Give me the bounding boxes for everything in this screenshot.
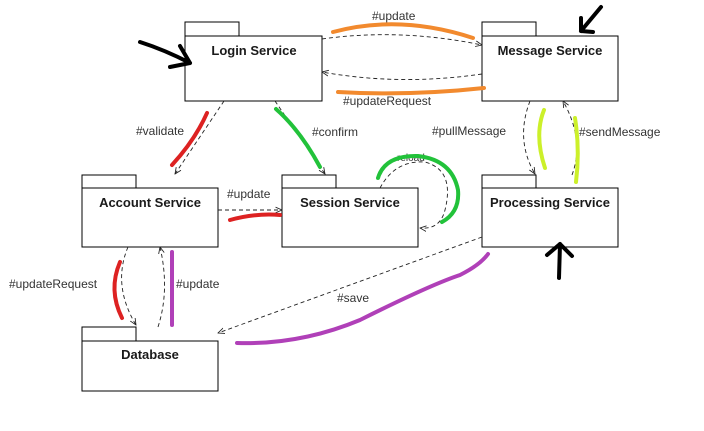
edge-label-message-to-login: #updateRequest (343, 94, 432, 108)
green-highlight-stroke (376, 153, 461, 224)
edge-label-account-to-session: #update (227, 187, 271, 201)
package-processing-service-name: Processing Service (490, 195, 610, 210)
edge-processing-to-message[interactable] (563, 101, 578, 176)
edge-login-to-account[interactable] (175, 100, 225, 174)
edge-session-self-reload[interactable] (379, 161, 448, 228)
orange-highlight-stroke (331, 22, 475, 40)
red-highlight-stroke (112, 260, 124, 320)
edge-label-session-self: reload (397, 153, 425, 164)
edge-label-database-to-account: #update (176, 277, 220, 291)
edge-processing-to-database[interactable] (218, 236, 483, 333)
edge-label-login-to-account: #validate (136, 124, 184, 138)
package-account-service-name: Account Service (99, 195, 201, 210)
black-arrow-mark (579, 5, 603, 34)
red-highlight-stroke (228, 212, 282, 222)
package-session-service-name: Session Service (300, 195, 400, 210)
package-login-service-name: Login Service (211, 43, 296, 58)
edge-label-login-to-session: #confirm (312, 125, 358, 139)
lime-highlight-stroke (537, 108, 547, 170)
edge-message-to-login[interactable] (322, 72, 483, 80)
edge-label-login-to-message: #update (372, 9, 416, 23)
package-message-service-name: Message Service (498, 43, 603, 58)
edge-message-to-processing[interactable] (523, 100, 535, 174)
black-arrow-mark (545, 242, 574, 280)
package-processing-service[interactable]: Processing Service (481, 174, 619, 248)
package-login-service[interactable]: Login Service (184, 21, 323, 102)
red-highlight-stroke (170, 111, 209, 167)
orange-highlight-stroke (336, 86, 486, 96)
edge-label-account-to-database: #updateRequest (9, 277, 98, 291)
package-session-service[interactable]: Session Service (281, 174, 419, 248)
edge-account-to-database[interactable] (121, 246, 136, 325)
edge-label-processing-to-message: #sendMessage (579, 125, 661, 139)
package-account-service[interactable]: Account Service (81, 174, 219, 248)
edge-label-processing-to-database: #save (337, 291, 369, 305)
package-database[interactable]: Database (81, 326, 219, 392)
edge-label-message-to-processing: #pullMessage (432, 124, 506, 138)
edge-login-to-message[interactable] (321, 34, 482, 45)
package-database-name: Database (121, 347, 179, 362)
package-message-service[interactable]: Message Service (481, 21, 619, 102)
purple-highlight-stroke (235, 252, 490, 346)
black-arrow-mark (138, 40, 192, 69)
edge-database-to-account[interactable] (157, 247, 165, 328)
lime-highlight-stroke (573, 116, 580, 184)
green-highlight-stroke (274, 107, 322, 169)
